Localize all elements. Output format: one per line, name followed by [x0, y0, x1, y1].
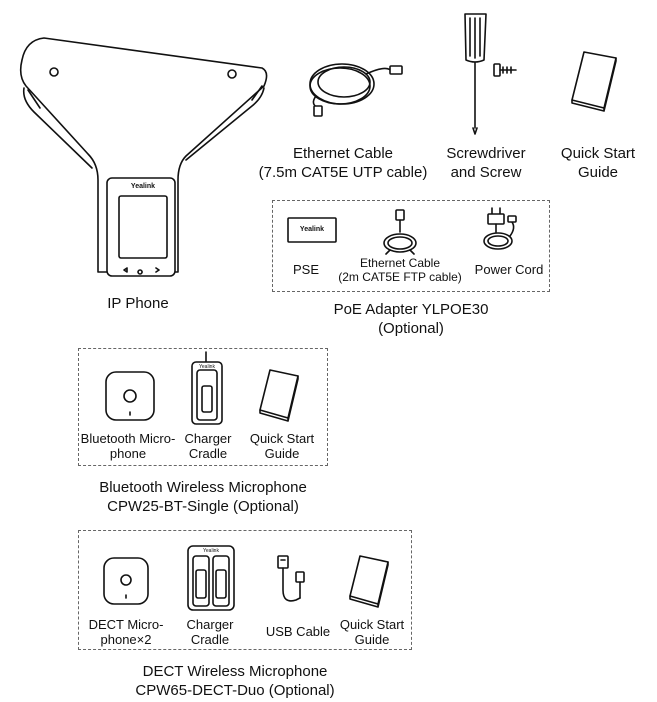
bluetooth-microphone-group — [78, 348, 328, 466]
poe-title-line1: PoE Adapter YLPOE30 — [333, 301, 489, 318]
dect-mic-label-line1: DECT Micro- — [88, 617, 164, 632]
dect-guide-label-line1: Quick Start — [339, 617, 405, 632]
poe-title-line2: (Optional) — [378, 320, 444, 337]
bt-guide-label-line1: Quick Start — [249, 431, 315, 446]
poe-adapter-group — [272, 200, 550, 292]
poe-cable-label-line1: Ethernet Cable — [359, 256, 441, 270]
dect-microphone-group — [78, 530, 412, 650]
bt-title-line2: CPW25-BT-Single (Optional) — [107, 498, 299, 515]
bt-mic-label-line1: Bluetooth Micro- — [80, 431, 176, 446]
dect-cradle-label-line1: Charger — [186, 617, 234, 632]
poe-cable-label-line2: (2m CAT5E FTP cable) — [338, 270, 462, 284]
ethernet-cable-label-line2: (7.5m CAT5E UTP cable) — [258, 164, 428, 181]
ethernet-cable-label-line1: Ethernet Cable — [292, 145, 394, 162]
dect-title-line1: DECT Wireless Microphone — [142, 663, 328, 680]
screwdriver-label-line2: and Screw — [450, 164, 522, 181]
bt-cradle-label-line1: Charger — [184, 431, 232, 446]
ip-phone-label: IP Phone — [107, 295, 169, 312]
power-cord-label: Power Cord — [474, 262, 544, 277]
usb-cable-label: USB Cable — [265, 624, 331, 639]
quick-start-label-line1: Quick Start — [560, 145, 636, 162]
bt-title-line1: Bluetooth Wireless Microphone — [99, 479, 307, 496]
dect-title-line2: CPW65-DECT-Duo (Optional) — [135, 682, 335, 699]
bt-cradle-label-line2: Cradle — [188, 446, 228, 461]
screwdriver-label-line1: Screwdriver — [446, 145, 526, 162]
dect-guide-label-line2: Guide — [354, 632, 390, 647]
dect-cradle-brand: Yealink — [203, 548, 219, 554]
phone-brand-label: Yealink — [130, 183, 156, 190]
dect-mic-label-line2: phone×2 — [100, 632, 152, 647]
bt-mic-label-line2: phone — [109, 446, 147, 461]
quick-start-label-line2: Guide — [577, 164, 619, 181]
bt-cradle-brand: Yealink — [199, 364, 215, 370]
bt-guide-label-line2: Guide — [264, 446, 300, 461]
pse-brand-label: Yealink — [299, 226, 325, 233]
pse-label: PSE — [292, 262, 319, 277]
dect-cradle-label-line2: Cradle — [190, 632, 230, 647]
